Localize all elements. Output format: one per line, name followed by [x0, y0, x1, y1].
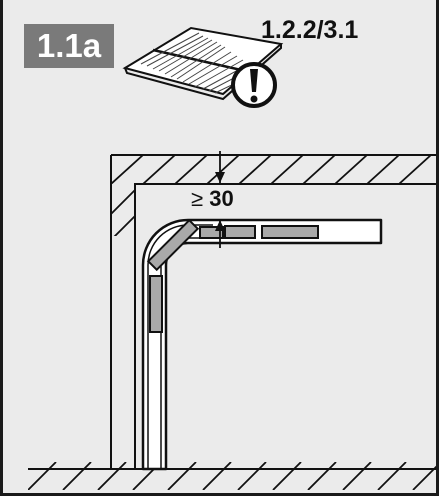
warning-exclamation-icon [231, 62, 277, 108]
door-panel [146, 218, 200, 272]
clearance-symbol: ≥ [191, 186, 204, 211]
door-panels [146, 218, 319, 333]
clearance-value: 30 [209, 186, 234, 211]
ceiling [111, 154, 436, 236]
garage-door-diagram [28, 26, 436, 490]
wall [110, 155, 136, 469]
door-panel [199, 226, 224, 239]
door-panel [149, 275, 163, 333]
clearance-label: ≥ 30 [191, 186, 234, 212]
clearance-dimension [196, 151, 229, 248]
door-track [141, 218, 383, 471]
door-panel [261, 225, 319, 239]
step-badge: 1.1a [24, 24, 114, 68]
manual-book-icon [122, 26, 284, 101]
door-panel [224, 225, 256, 239]
floor [28, 462, 436, 490]
reference-label: 1.2.2/3.1 [261, 16, 359, 44]
